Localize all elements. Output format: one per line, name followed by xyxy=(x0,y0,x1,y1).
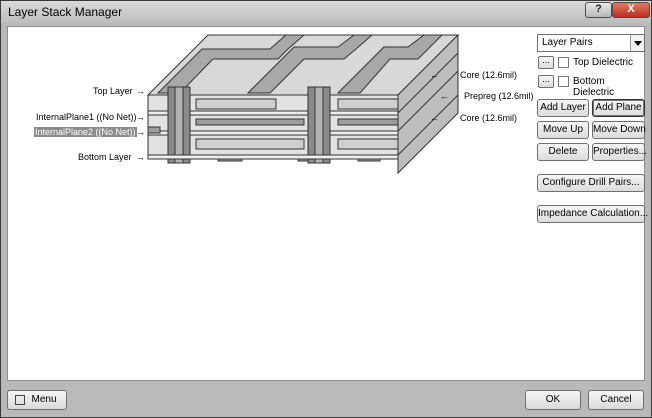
arrow-internal-plane2: → xyxy=(136,127,145,137)
top-dielectric-label: Top Dielectric xyxy=(573,57,634,68)
label-core-bottom: Core (12.6mil) xyxy=(460,113,518,123)
layer-pairs-value: Layer Pairs xyxy=(542,37,593,48)
delete-button[interactable]: Delete xyxy=(537,143,589,161)
arrow-internal-plane1: → xyxy=(136,112,145,122)
title-bar[interactable]: Layer Stack Manager ? X xyxy=(1,1,651,23)
ok-button[interactable]: OK xyxy=(525,390,581,410)
close-button[interactable]: X xyxy=(612,2,650,18)
bottom-dielectric-checkbox[interactable] xyxy=(558,76,569,87)
bottom-dielectric-ellipsis-button[interactable]: ... xyxy=(538,75,554,88)
top-trace-1 xyxy=(156,34,306,94)
layer-stack-diagram xyxy=(146,33,460,175)
menu-button[interactable]: Menu xyxy=(7,390,67,410)
label-bottom-layer: Bottom Layer xyxy=(78,152,132,162)
arrow-core-bottom: ← xyxy=(430,113,439,123)
chevron-down-icon[interactable] xyxy=(630,35,644,51)
add-plane-button[interactable]: Add Plane xyxy=(592,99,645,117)
impedance-calculation-button[interactable]: Impedance Calculation... xyxy=(537,205,648,223)
dialog-footer: Menu OK Cancel xyxy=(1,383,651,417)
top-dielectric-ellipsis-button[interactable]: ... xyxy=(538,56,554,69)
top-dielectric-checkbox[interactable] xyxy=(558,57,569,68)
arrow-prepreg: ← xyxy=(440,91,449,101)
help-button[interactable]: ? xyxy=(585,2,612,18)
label-top-layer: Top Layer xyxy=(93,86,133,96)
properties-button[interactable]: Properties... xyxy=(592,143,647,161)
add-layer-button[interactable]: Add Layer xyxy=(537,99,589,117)
window-title: Layer Stack Manager xyxy=(8,5,123,19)
menu-label: Menu xyxy=(31,394,57,405)
arrow-core-top: ← xyxy=(430,70,439,80)
arrow-top-layer: → xyxy=(136,86,145,96)
label-internal-plane1: InternalPlane1 ((No Net)) xyxy=(36,112,137,122)
label-prepreg: Prepreg (12.6mil) xyxy=(464,91,534,101)
top-trace-2 xyxy=(246,34,374,94)
menu-icon xyxy=(15,395,25,405)
configure-drill-pairs-button[interactable]: Configure Drill Pairs... xyxy=(537,174,645,192)
cancel-button[interactable]: Cancel xyxy=(588,390,644,410)
arrow-bottom-layer: → xyxy=(136,152,145,162)
move-up-button[interactable]: Move Up xyxy=(537,121,589,139)
label-core-top: Core (12.6mil) xyxy=(460,70,518,80)
label-internal-plane2-selected[interactable]: InternalPlane2 ((No Net)) xyxy=(34,127,137,137)
stack-panel: Top Layer → InternalPlane1 ((No Net)) → … xyxy=(7,26,648,381)
layer-pairs-dropdown[interactable]: Layer Pairs xyxy=(537,34,645,52)
move-down-button[interactable]: Move Down xyxy=(592,121,646,139)
top-trace-3 xyxy=(336,34,444,94)
bottom-dielectric-label: Bottom Dielectric xyxy=(573,76,615,98)
